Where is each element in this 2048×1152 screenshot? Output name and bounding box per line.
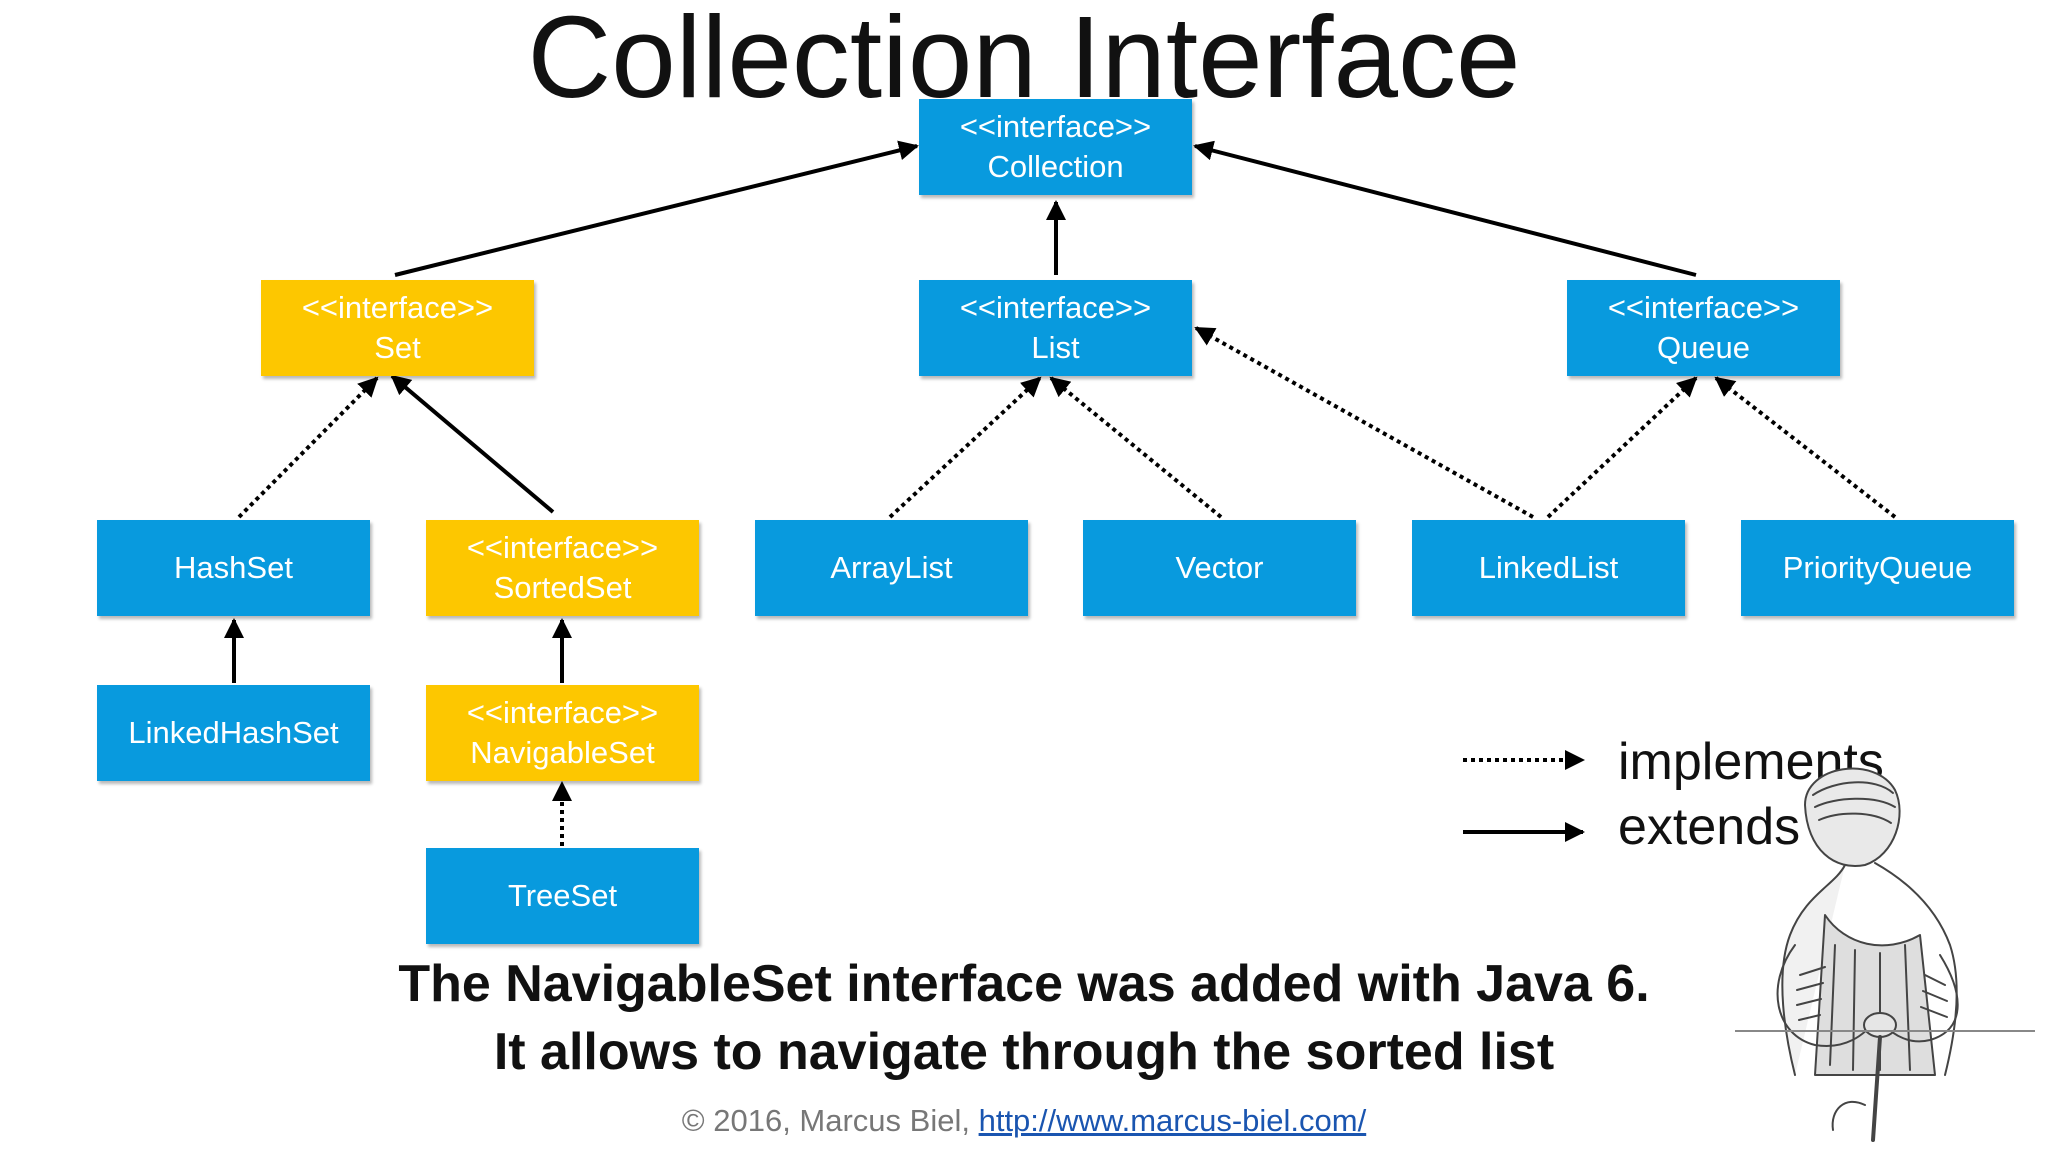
node-linkedlist[interactable]: LinkedList bbox=[1412, 520, 1685, 616]
node-linkedhashset-name: LinkedHashSet bbox=[128, 715, 339, 750]
node-set-name: Set bbox=[374, 330, 421, 365]
node-list-name: List bbox=[1031, 330, 1080, 365]
caption-line-1: The NavigableSet interface was added wit… bbox=[398, 955, 1650, 1013]
footer-copyright: © 2016, Marcus Biel, bbox=[681, 1103, 979, 1138]
node-priorityqueue-name: PriorityQueue bbox=[1782, 550, 1973, 585]
node-sortedset-stereotype: <<interface>> bbox=[466, 530, 659, 565]
edge-linkedlist-implements-list bbox=[1194, 326, 1534, 519]
edge-sortedset-extends-set bbox=[390, 374, 555, 514]
node-navigableset-name: NavigableSet bbox=[470, 735, 655, 770]
legend-extends-label: extends bbox=[1618, 798, 1801, 856]
node-navigableset[interactable]: <<interface>> NavigableSet bbox=[426, 685, 699, 781]
node-treeset[interactable]: TreeSet bbox=[426, 848, 699, 944]
node-queue-name: Queue bbox=[1656, 330, 1751, 365]
node-linkedlist-name: LinkedList bbox=[1478, 550, 1619, 585]
node-linkedhashset[interactable]: LinkedHashSet bbox=[97, 685, 370, 781]
edge-queue-extends-collection bbox=[1193, 140, 1697, 277]
caption: The NavigableSet interface was added wit… bbox=[0, 950, 2048, 1086]
node-queue-stereotype: <<interface>> bbox=[1607, 290, 1800, 325]
node-collection-stereotype: <<interface>> bbox=[959, 109, 1152, 144]
caption-line-2: It allows to navigate through the sorted… bbox=[493, 1023, 1555, 1081]
node-treeset-name: TreeSet bbox=[507, 878, 618, 913]
edge-arraylist-implements-list bbox=[888, 376, 1042, 519]
edge-linkedlist-implements-queue bbox=[1546, 376, 1698, 519]
node-hashset-name: HashSet bbox=[174, 550, 293, 585]
node-queue[interactable]: <<interface>> Queue bbox=[1567, 280, 1840, 376]
node-collection-name: Collection bbox=[987, 149, 1124, 184]
node-set[interactable]: <<interface>> Set bbox=[261, 280, 534, 376]
node-vector[interactable]: Vector bbox=[1083, 520, 1356, 616]
node-list-stereotype: <<interface>> bbox=[959, 290, 1152, 325]
node-hashset[interactable]: HashSet bbox=[97, 520, 370, 616]
edge-set-extends-collection bbox=[394, 140, 919, 277]
edge-vector-implements-list bbox=[1049, 376, 1223, 519]
node-collection[interactable]: <<interface>> Collection bbox=[919, 99, 1192, 195]
edge-hashset-implements-set bbox=[237, 376, 379, 519]
node-sortedset[interactable]: <<interface>> SortedSet bbox=[426, 520, 699, 616]
node-vector-name: Vector bbox=[1175, 550, 1264, 585]
node-arraylist-name: ArrayList bbox=[830, 550, 953, 585]
footer-link[interactable]: http://www.marcus-biel.com/ bbox=[978, 1103, 1367, 1138]
node-navigableset-stereotype: <<interface>> bbox=[466, 695, 659, 730]
sculptor-illustration bbox=[1735, 767, 2035, 1142]
edge-priorityqueue-implements-queue bbox=[1714, 376, 1897, 519]
node-list[interactable]: <<interface>> List bbox=[919, 280, 1192, 376]
footer: © 2016, Marcus Biel, http://www.marcus-b… bbox=[0, 1103, 2048, 1139]
node-priorityqueue[interactable]: PriorityQueue bbox=[1741, 520, 2014, 616]
node-sortedset-name: SortedSet bbox=[493, 570, 632, 605]
node-set-stereotype: <<interface>> bbox=[301, 290, 494, 325]
node-arraylist[interactable]: ArrayList bbox=[755, 520, 1028, 616]
